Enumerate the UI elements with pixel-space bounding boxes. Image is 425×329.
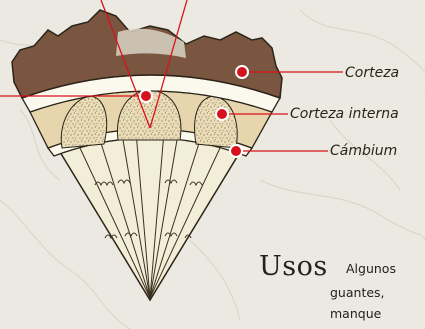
marker-corteza-interna	[216, 108, 228, 120]
usos-text-line: Algunos	[346, 261, 396, 276]
marker-center	[140, 90, 152, 102]
marker-cambium	[230, 145, 242, 157]
label-cambium: Cámbium	[330, 143, 397, 159]
usos-text-line: manque	[330, 306, 381, 321]
usos-text-line: guantes,	[330, 285, 385, 300]
label-corteza-interna: Corteza interna	[290, 106, 399, 122]
label-corteza: Corteza	[345, 65, 399, 81]
wood-wedge	[60, 135, 240, 300]
marker-corteza	[236, 66, 248, 78]
usos-heading: Usos	[259, 251, 328, 282]
